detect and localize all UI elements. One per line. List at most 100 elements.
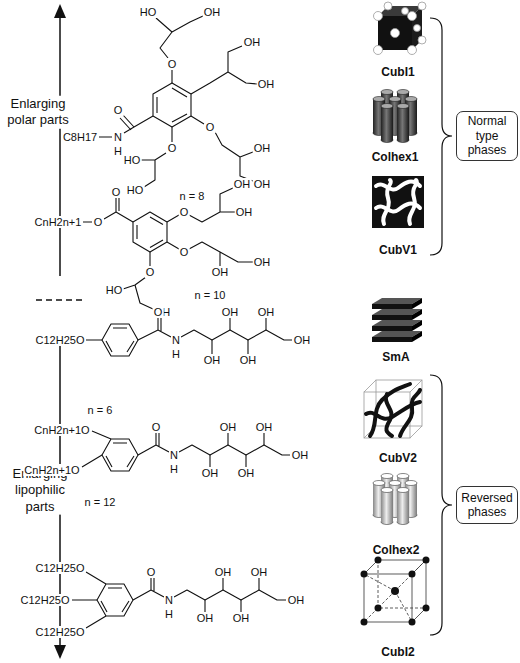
phase-label: CubI1 [381, 65, 414, 79]
cubic-micellar-icon [408, 12, 417, 21]
molecule-bonds [157, 88, 187, 122]
atom-label: O [179, 206, 190, 218]
curly-brace [430, 375, 452, 635]
molecule-bonds [106, 443, 134, 467]
cubic-micellar-icon [374, 2, 427, 55]
phase-label: CubV2 [379, 451, 417, 465]
molecule-bonds [101, 588, 129, 612]
molecule-bonds [83, 198, 133, 222]
group-label: Normal type phases [459, 114, 515, 157]
molecule-bonds [174, 590, 286, 600]
atom-label: CnH2n+1O [23, 464, 80, 476]
cubic-reversed-icon [423, 605, 430, 612]
molecule-bonds [97, 584, 133, 616]
atom-label: C12H25O [35, 626, 86, 638]
atom-label: OH [253, 256, 272, 268]
atom-label: O [145, 266, 156, 278]
group-label: Reversed phases [459, 491, 515, 520]
molecule-bonds [191, 116, 253, 181]
atom-label: CnH2n+1 [34, 216, 83, 228]
cubic-reversed-icon [364, 560, 426, 622]
atom-label: O [151, 421, 162, 433]
bicontinuous-normal-icon [372, 176, 424, 228]
columnar-reversed-icon [397, 490, 409, 522]
axis-arrow [59, 16, 61, 276]
cubic-micellar-icon [418, 36, 426, 44]
atom-label: HO [105, 284, 124, 296]
atom-label: O [113, 104, 124, 116]
bicontinuous-normal-icon [372, 176, 424, 228]
cubic-reversed-icon [409, 619, 416, 626]
molecule-bonds [102, 439, 138, 471]
molecule-bonds [167, 188, 235, 222]
columnar-reversed-icon [373, 481, 385, 486]
smectic-layer-icon [372, 298, 422, 342]
cubic-reversed-icon [361, 571, 368, 578]
smectic-layer-icon [412, 320, 422, 331]
columnar-normal-icon [405, 97, 417, 102]
bicontinuous-normal-icon [376, 180, 420, 224]
atom-label: O [93, 216, 104, 228]
atom-label: OH [211, 266, 230, 278]
atom-label: H [169, 463, 179, 475]
columnar-reversed-icon [381, 488, 393, 493]
phase-label: Colhex1 [372, 150, 419, 164]
cubic-micellar-icon [402, 8, 409, 15]
atom-label: C12H25O [20, 594, 71, 606]
phase-label: Colhex2 [373, 543, 420, 557]
atom-label: OH [257, 306, 276, 318]
bicontinuous-normal-icon [409, 180, 417, 224]
cubic-reversed-icon [391, 587, 399, 595]
phase-label: CubV1 [379, 243, 417, 257]
cubic-reversed-icon [423, 557, 430, 564]
phase-label: SmA [382, 350, 409, 364]
cubic-reversed-icon [364, 560, 426, 622]
curly-brace [430, 18, 452, 635]
smectic-layer-icon [372, 326, 412, 331]
atom-label: C8H17 [62, 131, 98, 143]
columnar-normal-icon [389, 97, 401, 102]
bicontinuous-reversed-icon [400, 390, 420, 436]
bicontinuous-normal-icon [383, 180, 391, 224]
atom-label: OH [196, 612, 215, 624]
columnar-normal-icon [397, 90, 409, 95]
n-value-label: n = 10 [195, 289, 226, 301]
columnar-reversed-icon [397, 474, 409, 479]
cubic-reversed-icon [409, 571, 416, 578]
atom-label: O [146, 566, 157, 578]
atom-label: OH [253, 178, 272, 190]
cubic-micellar-icon [391, 29, 400, 38]
smectic-layer-icon [372, 315, 412, 320]
molecule-bonds [137, 217, 163, 248]
atom-label: HO [139, 6, 158, 18]
curly-brace [430, 18, 452, 255]
atom-label: O [167, 142, 178, 154]
atom-label: C12H25O [35, 562, 86, 574]
bicontinuous-reversed-icon [364, 380, 422, 438]
molecule-bonds [212, 318, 266, 354]
columnar-normal-icon [381, 104, 393, 109]
atom-label: N [113, 131, 123, 143]
cubic-micellar-icon [378, 16, 412, 50]
atom-label: N [164, 594, 174, 606]
atom-label: OH [287, 594, 306, 606]
molecule-bonds [102, 324, 138, 356]
molecule-bonds [141, 127, 172, 187]
atom-label: OH [201, 467, 220, 479]
dashed-divider [36, 299, 84, 301]
cubic-reversed-icon [361, 557, 430, 626]
cubic-reversed-icon [361, 619, 368, 626]
molecule-bonds [82, 431, 111, 467]
cubic-micellar-icon [374, 12, 383, 21]
atom-label: OH [237, 467, 256, 479]
columnar-normal-icon [397, 106, 409, 140]
atom-label: OH [239, 354, 258, 366]
cubic-micellar-icon [418, 2, 426, 10]
bicontinuous-reversed-icon [386, 394, 392, 436]
atom-label: OH [257, 78, 276, 90]
columnar-normal-icon [381, 106, 393, 140]
bicontinuous-reversed-icon [364, 380, 422, 438]
n-value-label: n = 8 [180, 190, 205, 202]
atom-label: OH [250, 566, 269, 578]
